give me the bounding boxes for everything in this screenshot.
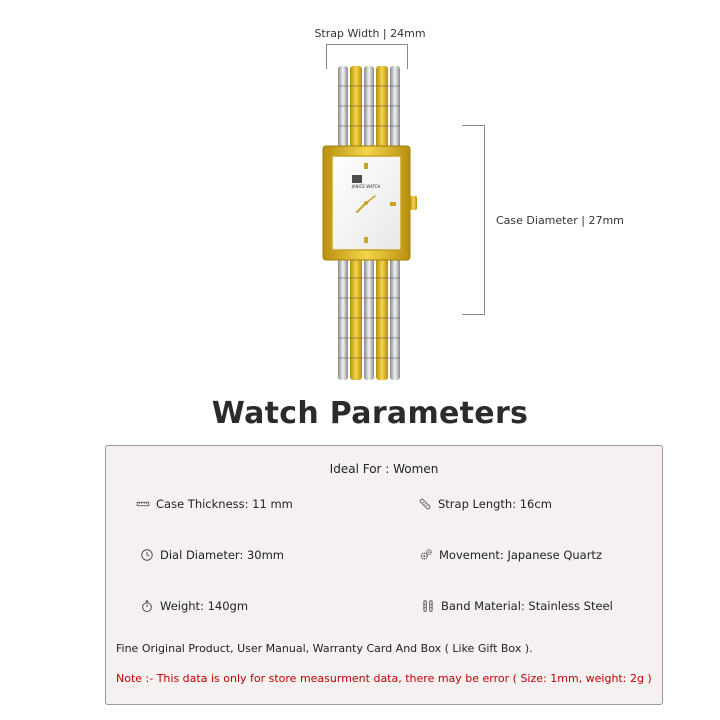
bracelet-top (338, 66, 400, 148)
bracelet-bottom (338, 258, 400, 380)
strap-length-text: Strap Length: 16cm (438, 497, 552, 511)
gears-icon (419, 548, 433, 562)
package-contents: Fine Original Product, User Manual, Warr… (116, 642, 533, 655)
param-dial-diameter: Dial Diameter: 30mm (140, 548, 284, 562)
ruler-icon (136, 497, 150, 511)
watch-image: JANICE WATCH (322, 66, 417, 380)
stopwatch-icon (140, 599, 154, 613)
dial-brand-text: JANICE WATCH (351, 184, 381, 189)
page-title: Watch Parameters (211, 396, 529, 431)
band-icon (421, 599, 435, 613)
product-image-area: Strap Width | 24mm Case Diameter | 27mm (314, 27, 624, 380)
param-movement: Movement: Japanese Quartz (419, 548, 602, 562)
strap-icon (418, 497, 432, 511)
ideal-for: Ideal For : Women (329, 462, 439, 476)
strap-width-bracket (326, 44, 408, 69)
case-diameter-label: Case Diameter | 27mm (496, 214, 624, 227)
band-material-text: Band Material: Stainless Steel (441, 599, 613, 613)
param-case-thickness: Case Thickness: 11 mm (136, 497, 293, 511)
param-strap-length: Strap Length: 16cm (418, 497, 552, 511)
parameters-box: Ideal For : Women Case Thickness: 11 mm … (105, 445, 663, 705)
param-weight: Weight: 140gm (140, 599, 248, 613)
param-band-material: Band Material: Stainless Steel (421, 599, 613, 613)
case-thickness-text: Case Thickness: 11 mm (156, 497, 293, 511)
case-diameter-bracket (462, 125, 485, 315)
dial-icon (140, 548, 154, 562)
movement-text: Movement: Japanese Quartz (439, 548, 602, 562)
weight-text: Weight: 140gm (160, 599, 249, 613)
measurement-note: Note :- This data is only for store meas… (116, 672, 652, 685)
dial-diameter-text: Dial Diameter: 30mm (160, 548, 285, 562)
strap-width-label: Strap Width | 24mm (314, 27, 426, 40)
